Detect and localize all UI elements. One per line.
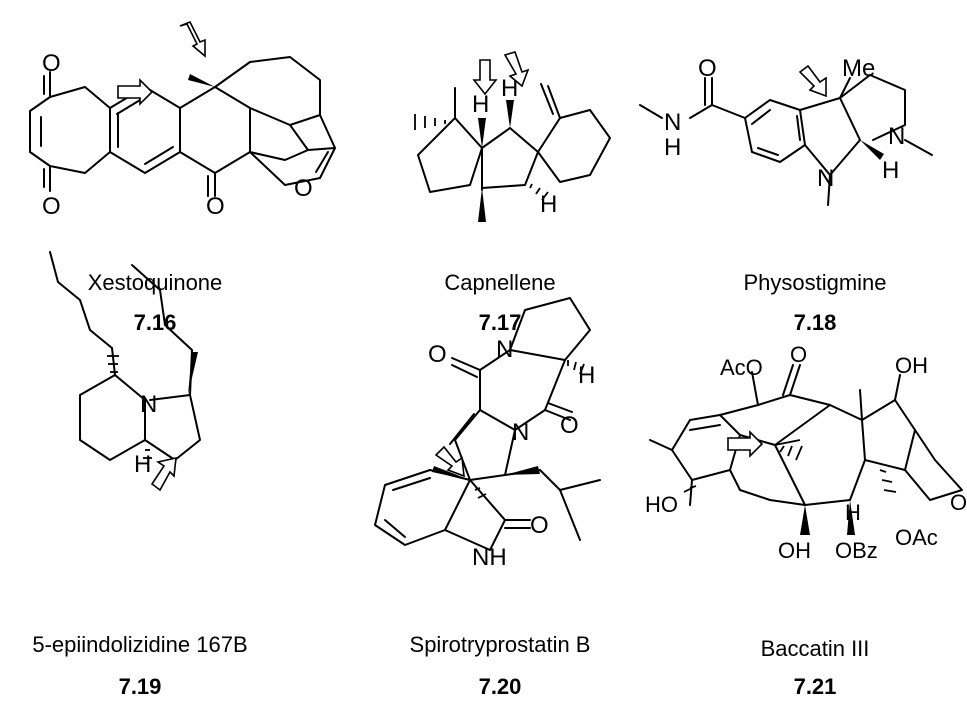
hydrogen-label: H	[882, 157, 899, 184]
nitrogen-label: N	[496, 336, 513, 363]
arrow-icon	[150, 456, 177, 492]
nitrogen-label: N	[512, 419, 529, 446]
oxygen-label: O	[560, 412, 579, 439]
hydrogen-label: H	[664, 134, 681, 161]
oxygen-label: O	[42, 50, 61, 77]
hydrogen-label: H	[501, 75, 518, 102]
hydrogen-label: H	[845, 500, 861, 525]
compound-number: 7.16	[133, 310, 177, 335]
acetoxy-label: AcO	[720, 355, 763, 380]
structure-indolizidine: N H	[49, 251, 201, 492]
structure-baccatin: AcO O OH HO H OH OBz OAc O	[645, 342, 967, 563]
nitrogen-label: N	[817, 165, 834, 192]
nitrogen-label: N	[888, 123, 905, 150]
oxygen-label: O	[206, 193, 225, 220]
compound-name: Physostigmine	[743, 270, 887, 295]
oxygen-label: O	[698, 55, 717, 82]
oxygen-label: O	[294, 175, 313, 202]
compound-number: 7.20	[478, 674, 522, 699]
compound-number: 7.19	[118, 674, 162, 699]
hydrogen-label: H	[134, 451, 151, 478]
arrow-icon	[798, 64, 827, 98]
hydroxyl-label: HO	[645, 492, 678, 517]
hydrogen-label: H	[578, 362, 595, 389]
arrow-icon	[503, 51, 530, 88]
acetoxy-label: OAc	[895, 525, 938, 550]
oxygen-label: O	[428, 341, 447, 368]
oxygen-label: O	[42, 193, 61, 220]
nitrogen-label: N	[140, 391, 157, 418]
arrow-icon	[472, 59, 498, 96]
oxygen-label: O	[950, 490, 967, 515]
nh-label: NH	[472, 544, 507, 571]
nitrogen-label: N	[664, 109, 681, 136]
structure-capnellene: H H H	[414, 51, 611, 222]
hydroxyl-label: OH	[895, 353, 928, 378]
compound-name: Baccatin III	[760, 636, 870, 661]
compound-number: 7.18	[793, 310, 837, 335]
compound-number: 7.21	[793, 674, 837, 699]
compound-name: Spirotryprostatin B	[409, 632, 591, 657]
benzoyloxy-label: OBz	[835, 538, 878, 563]
structure-physostigmine: Me N H O N N H	[639, 55, 933, 206]
oxygen-label: O	[790, 342, 807, 367]
compound-name: 5-epiindolizidine 167B	[32, 632, 248, 657]
hydrogen-label: H	[472, 91, 489, 118]
methyl-label: Me	[842, 55, 875, 82]
compound-name: Xestoquinone	[87, 270, 223, 295]
hydrogen-label: H	[540, 191, 557, 218]
arrow-icon	[727, 430, 764, 458]
compound-number: 7.17	[478, 310, 522, 335]
arrow-icon	[434, 445, 465, 478]
arrow-icon	[179, 20, 206, 58]
hydroxyl-label: OH	[778, 538, 811, 563]
arrow-icon	[117, 78, 154, 106]
structure-spirotryprostatin: O N O N H O NH	[374, 297, 601, 571]
compound-name: Capnellene	[444, 270, 556, 295]
oxygen-label: O	[530, 512, 549, 539]
structure-xestoquinone: O O O O	[29, 20, 336, 220]
